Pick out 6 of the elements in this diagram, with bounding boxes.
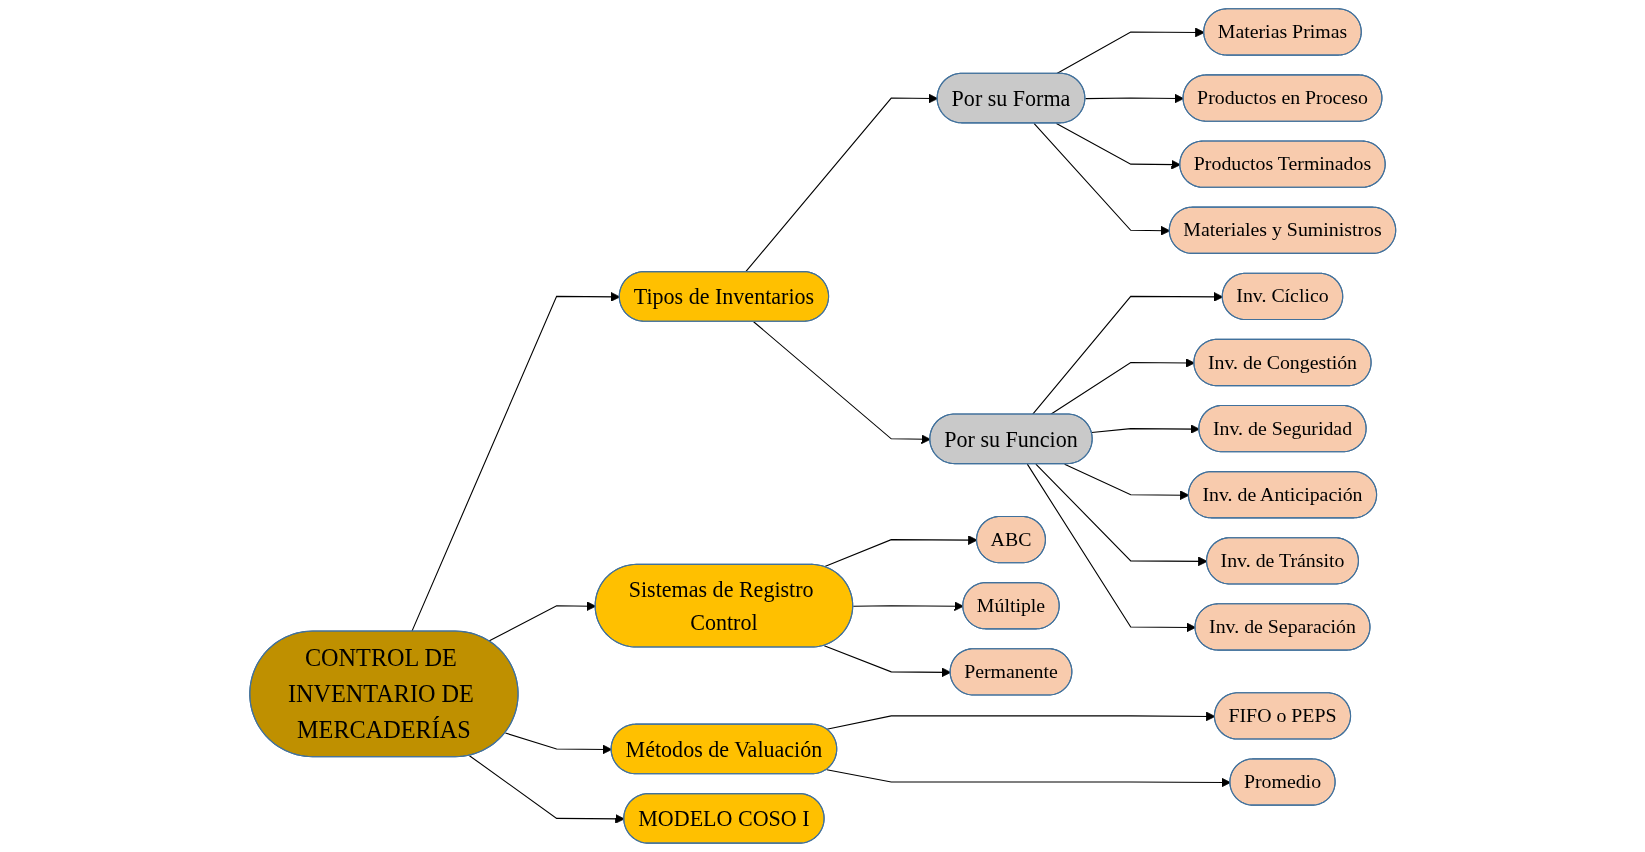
arrow xyxy=(504,732,612,755)
arrow xyxy=(488,601,596,642)
arrow xyxy=(1031,292,1223,416)
arrow xyxy=(823,645,951,678)
arrow xyxy=(1084,93,1184,104)
arrow xyxy=(1090,424,1200,434)
